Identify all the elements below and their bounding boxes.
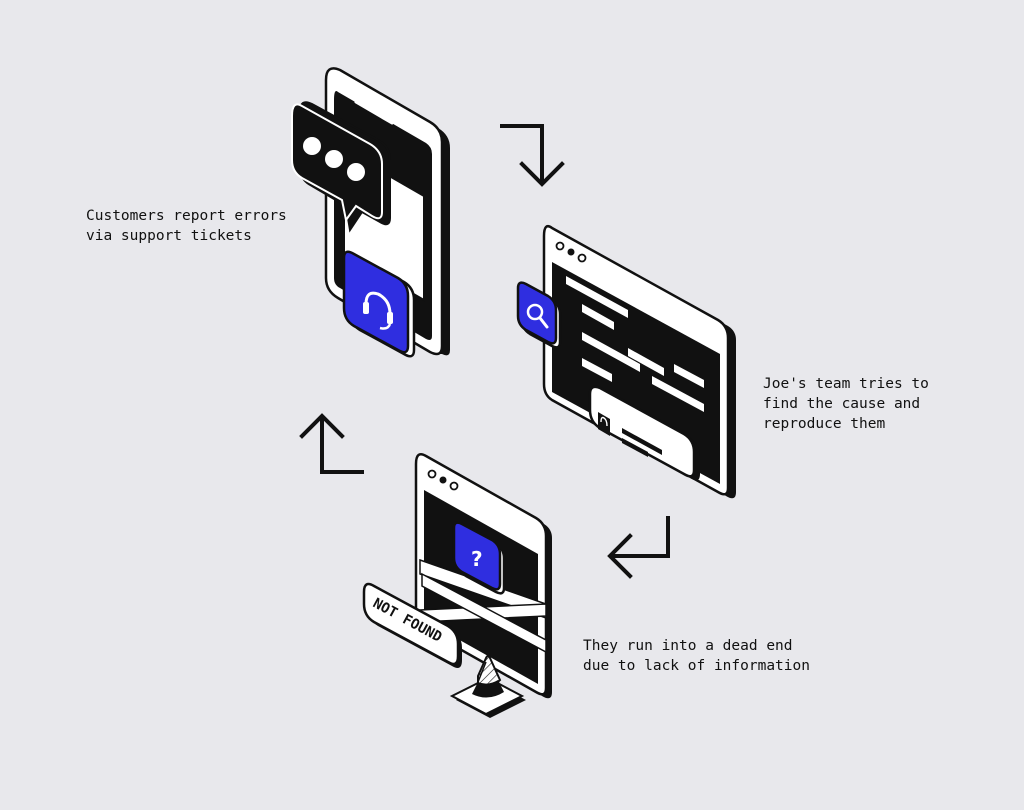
step-1-caption: Customers report errors via support tick… bbox=[86, 206, 287, 246]
caption-line: They run into a dead end bbox=[583, 638, 793, 654]
traffic-cone-icon bbox=[449, 655, 526, 718]
arrow-down-icon bbox=[500, 124, 565, 187]
caption-line: Joe's team tries to bbox=[763, 376, 929, 392]
caption-line: reproduce them bbox=[763, 416, 886, 432]
caption-line: Customers report errors bbox=[86, 208, 287, 224]
question-icon: ? bbox=[452, 521, 506, 595]
chat-bubble-icon bbox=[291, 101, 391, 233]
arrow-up-icon bbox=[299, 413, 364, 474]
browser-window-illustration bbox=[542, 225, 736, 499]
arrow-left-icon bbox=[607, 516, 670, 579]
ticket-card bbox=[588, 385, 700, 481]
caption-line: due to lack of information bbox=[583, 658, 810, 674]
step-3-caption: They run into a dead end due to lack of … bbox=[583, 636, 810, 676]
step-2-caption: Joe's team tries to find the cause and r… bbox=[763, 374, 929, 434]
magnifier-icon bbox=[516, 281, 562, 349]
caption-line: via support tickets bbox=[86, 228, 252, 244]
headset-icon bbox=[342, 250, 416, 358]
caption-line: find the cause and bbox=[763, 396, 921, 412]
question-glyph: ? bbox=[471, 547, 483, 571]
